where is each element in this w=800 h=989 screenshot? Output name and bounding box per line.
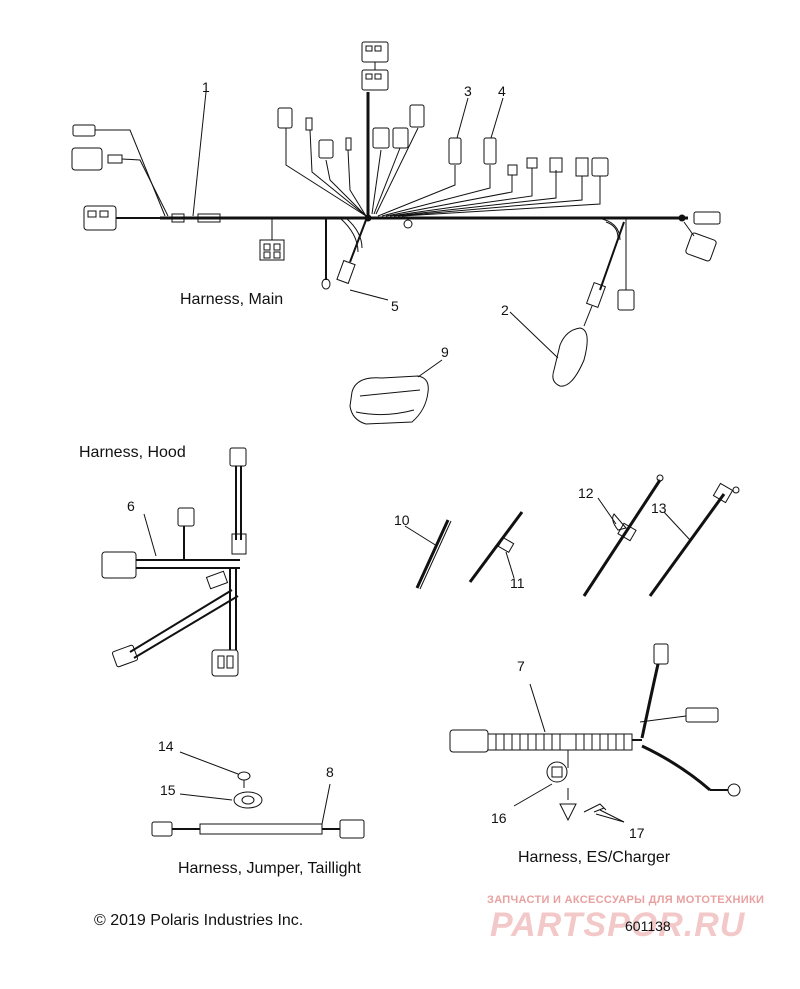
connector-jumper-left: [151, 821, 173, 837]
harness-es-charger-drawing: [449, 643, 741, 823]
callout-11: 11: [510, 575, 525, 591]
connector-medium-1: [71, 147, 103, 171]
cable-ties-drawing: [404, 474, 740, 597]
connector-small-1: [72, 124, 96, 137]
connector-hood-lower-left: [111, 644, 139, 668]
caption-harness-jumper-taillight: Harness, Jumper, Taillight: [178, 860, 361, 877]
callout-6: 6: [127, 498, 135, 514]
connector-upper-b: [318, 139, 334, 159]
clamp-item-15: [233, 791, 263, 809]
connector-jumper-right: [339, 819, 365, 839]
callout-8: 8: [326, 764, 334, 780]
drawing-number: 601138: [625, 918, 671, 934]
connector-top-2: [361, 69, 389, 91]
harness-main-drawing: [71, 41, 721, 387]
callout-3: 3: [464, 83, 472, 99]
connector-es-right: [685, 707, 719, 723]
connector-upper-c: [372, 127, 390, 149]
callout-4: 4: [498, 83, 506, 99]
connector-es-left: [449, 729, 489, 753]
callout-5: 5: [391, 298, 399, 314]
callout-14: 14: [158, 738, 174, 754]
connector-es-top: [653, 643, 669, 665]
connector-left-main: [83, 205, 117, 231]
callout-10: 10: [394, 512, 410, 528]
copyright-text: © 2019 Polaris Industries Inc.: [94, 912, 304, 929]
callout-1: 1: [202, 79, 210, 95]
connector-hood-mid: [177, 507, 195, 527]
caption-harness-hood: Harness, Hood: [79, 444, 186, 461]
leader-lines-main: [192, 91, 559, 378]
connector-right-angled: [685, 232, 717, 262]
connector-item-3: [448, 137, 462, 165]
connector-lower-right: [617, 289, 635, 311]
caption-harness-main: Harness, Main: [180, 291, 284, 308]
callout-9: 9: [441, 344, 449, 360]
fuse-holder-item-16: [546, 761, 568, 783]
connector-hood-left: [101, 551, 137, 579]
connector-hood-top: [229, 447, 247, 467]
connector-upper-a: [277, 107, 293, 129]
callout-13: 13: [651, 500, 667, 516]
connector-item-5: [336, 259, 356, 285]
boot-item-2: [552, 327, 588, 387]
boot-item-16: [559, 803, 577, 822]
connector-upper-d: [392, 127, 409, 149]
foam-block-item-9: [349, 375, 429, 425]
connector-top-1: [361, 41, 389, 63]
fuse-block: [259, 239, 285, 261]
callout-7: 7: [517, 658, 525, 674]
connector-hood-bottom: [211, 649, 239, 677]
watermark-logo: PARTSPOR.RU: [490, 906, 746, 944]
callout-12: 12: [578, 485, 594, 501]
callout-17: 17: [629, 825, 645, 841]
connector-item-4: [483, 137, 497, 165]
caption-harness-es-charger: Harness, ES/Charger: [518, 849, 671, 866]
connector-right-end: [693, 211, 721, 225]
harness-jumper-drawing: [151, 751, 365, 839]
callout-16: 16: [491, 810, 507, 826]
clip-item-14: [237, 771, 251, 781]
callout-15: 15: [160, 782, 176, 798]
harness-hood-drawing: [101, 447, 247, 677]
callout-2: 2: [501, 302, 509, 318]
connector-upper-e: [409, 104, 425, 128]
ring-terminal: [727, 783, 741, 797]
watermark-tagline: ЗАПЧАСТИ И АКСЕССУАРЫ ДЛЯ МОТОТЕХНИКИ: [487, 894, 765, 906]
